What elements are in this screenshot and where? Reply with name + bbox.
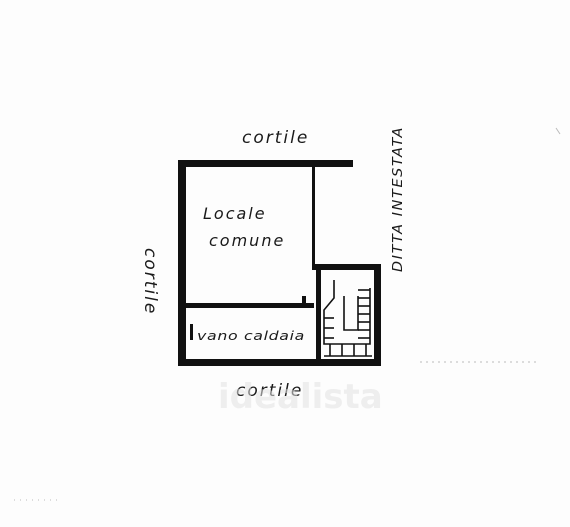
wall-right-upper	[312, 167, 315, 267]
door-marks	[190, 296, 306, 340]
courtyard-label-left: cortile	[140, 248, 160, 315]
wall-left	[178, 160, 186, 366]
owner-label-right: DITTA INTESTATA	[391, 126, 406, 272]
watermark-text: idealista	[218, 377, 383, 417]
main-room-label-line1: Locale	[203, 204, 267, 223]
main-room-label-line2: comune	[209, 231, 285, 250]
courtyard-label-top: cortile	[242, 128, 309, 148]
wall-stair-top	[312, 264, 381, 270]
staircase	[323, 280, 372, 357]
wall-boiler-right	[316, 270, 321, 362]
scan-marks	[14, 127, 561, 501]
courtyard-label-bottom: cortile	[236, 381, 303, 401]
wall-top	[178, 160, 353, 167]
boiler-room-label: vano caldaia	[197, 329, 305, 343]
wall-bottom	[178, 359, 378, 366]
wall-stair-right	[374, 264, 381, 366]
walls	[178, 160, 381, 366]
wall-divider	[186, 303, 314, 308]
